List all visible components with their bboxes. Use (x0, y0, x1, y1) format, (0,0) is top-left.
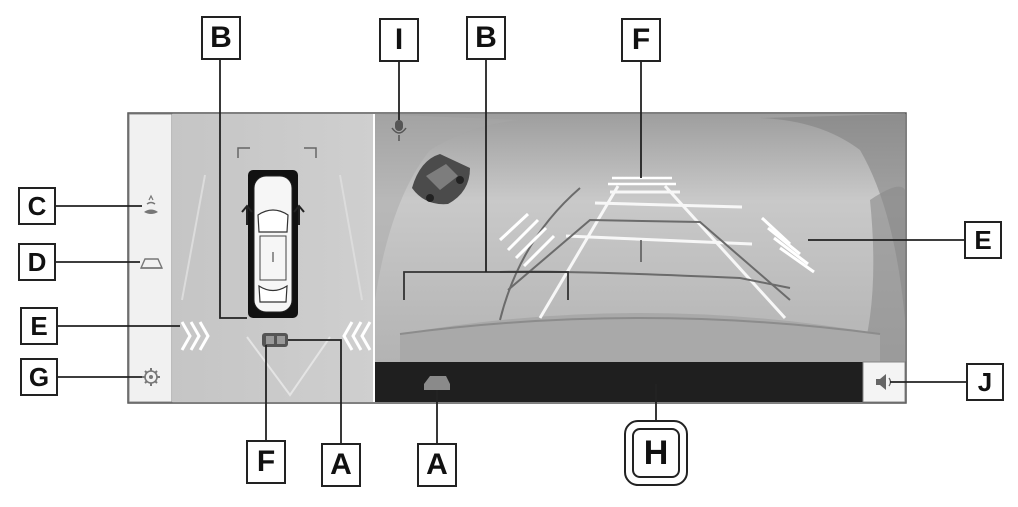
sensor-hatch-right (760, 216, 815, 274)
guide-lines (538, 184, 787, 320)
callout-e-left: E (20, 307, 58, 345)
callout-b-center: B (466, 16, 506, 60)
vehicle-icon (424, 376, 450, 390)
gear-icon[interactable] (142, 368, 160, 386)
sonar-sensor-icon[interactable] (144, 194, 158, 214)
callout-b-left: B (201, 16, 241, 60)
sensor-hatch-left (498, 212, 556, 268)
leader-lines (56, 60, 966, 443)
status-bar (375, 362, 863, 402)
parking-brackets (237, 147, 317, 158)
vehicle-icon (262, 333, 288, 347)
sensor-chevrons-left (180, 321, 210, 351)
side-menu (128, 113, 173, 403)
microphone-icon (391, 120, 407, 141)
callout-a-bottom-center: A (417, 443, 457, 487)
sensor-chevrons-right (342, 321, 372, 351)
callout-d: D (18, 243, 56, 281)
callout-j: J (966, 363, 1004, 401)
callout-f-top: F (621, 18, 661, 62)
callout-f-bottom: F (246, 440, 286, 484)
vehicle-top-view (241, 170, 305, 318)
callout-e-right: E (964, 221, 1002, 259)
callout-h: H (624, 420, 688, 486)
callout-c: C (18, 187, 56, 225)
callout-g: G (20, 358, 58, 396)
callout-a-bottom-left: A (321, 443, 361, 487)
callout-i: I (379, 18, 419, 62)
camera-view-icon[interactable] (139, 258, 164, 269)
vehicle-icon (412, 154, 470, 205)
